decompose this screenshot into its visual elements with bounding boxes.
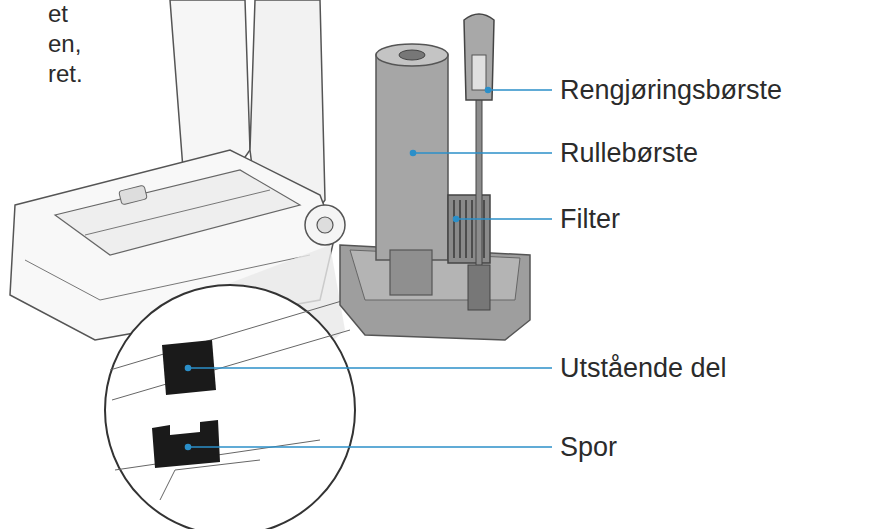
cropped-text: ret. <box>48 62 83 86</box>
roller-brush <box>376 55 448 260</box>
cropped-text: en, <box>48 32 81 56</box>
part-label: Rengjøringsbørste <box>560 77 782 104</box>
head-cover <box>55 170 300 255</box>
part-label: Rullebørste <box>560 140 698 167</box>
slot-piece <box>152 420 220 468</box>
cropped-text: et <box>48 2 68 26</box>
zoom-inset <box>105 285 355 529</box>
head-button <box>119 185 148 205</box>
leader-lines <box>186 88 553 450</box>
cleaning-brush <box>464 14 494 100</box>
part-label: Spor <box>560 434 617 461</box>
part-label: Utstående del <box>560 355 727 382</box>
filter <box>448 195 490 263</box>
part-label: Filter <box>560 206 620 233</box>
wheel <box>305 205 345 245</box>
